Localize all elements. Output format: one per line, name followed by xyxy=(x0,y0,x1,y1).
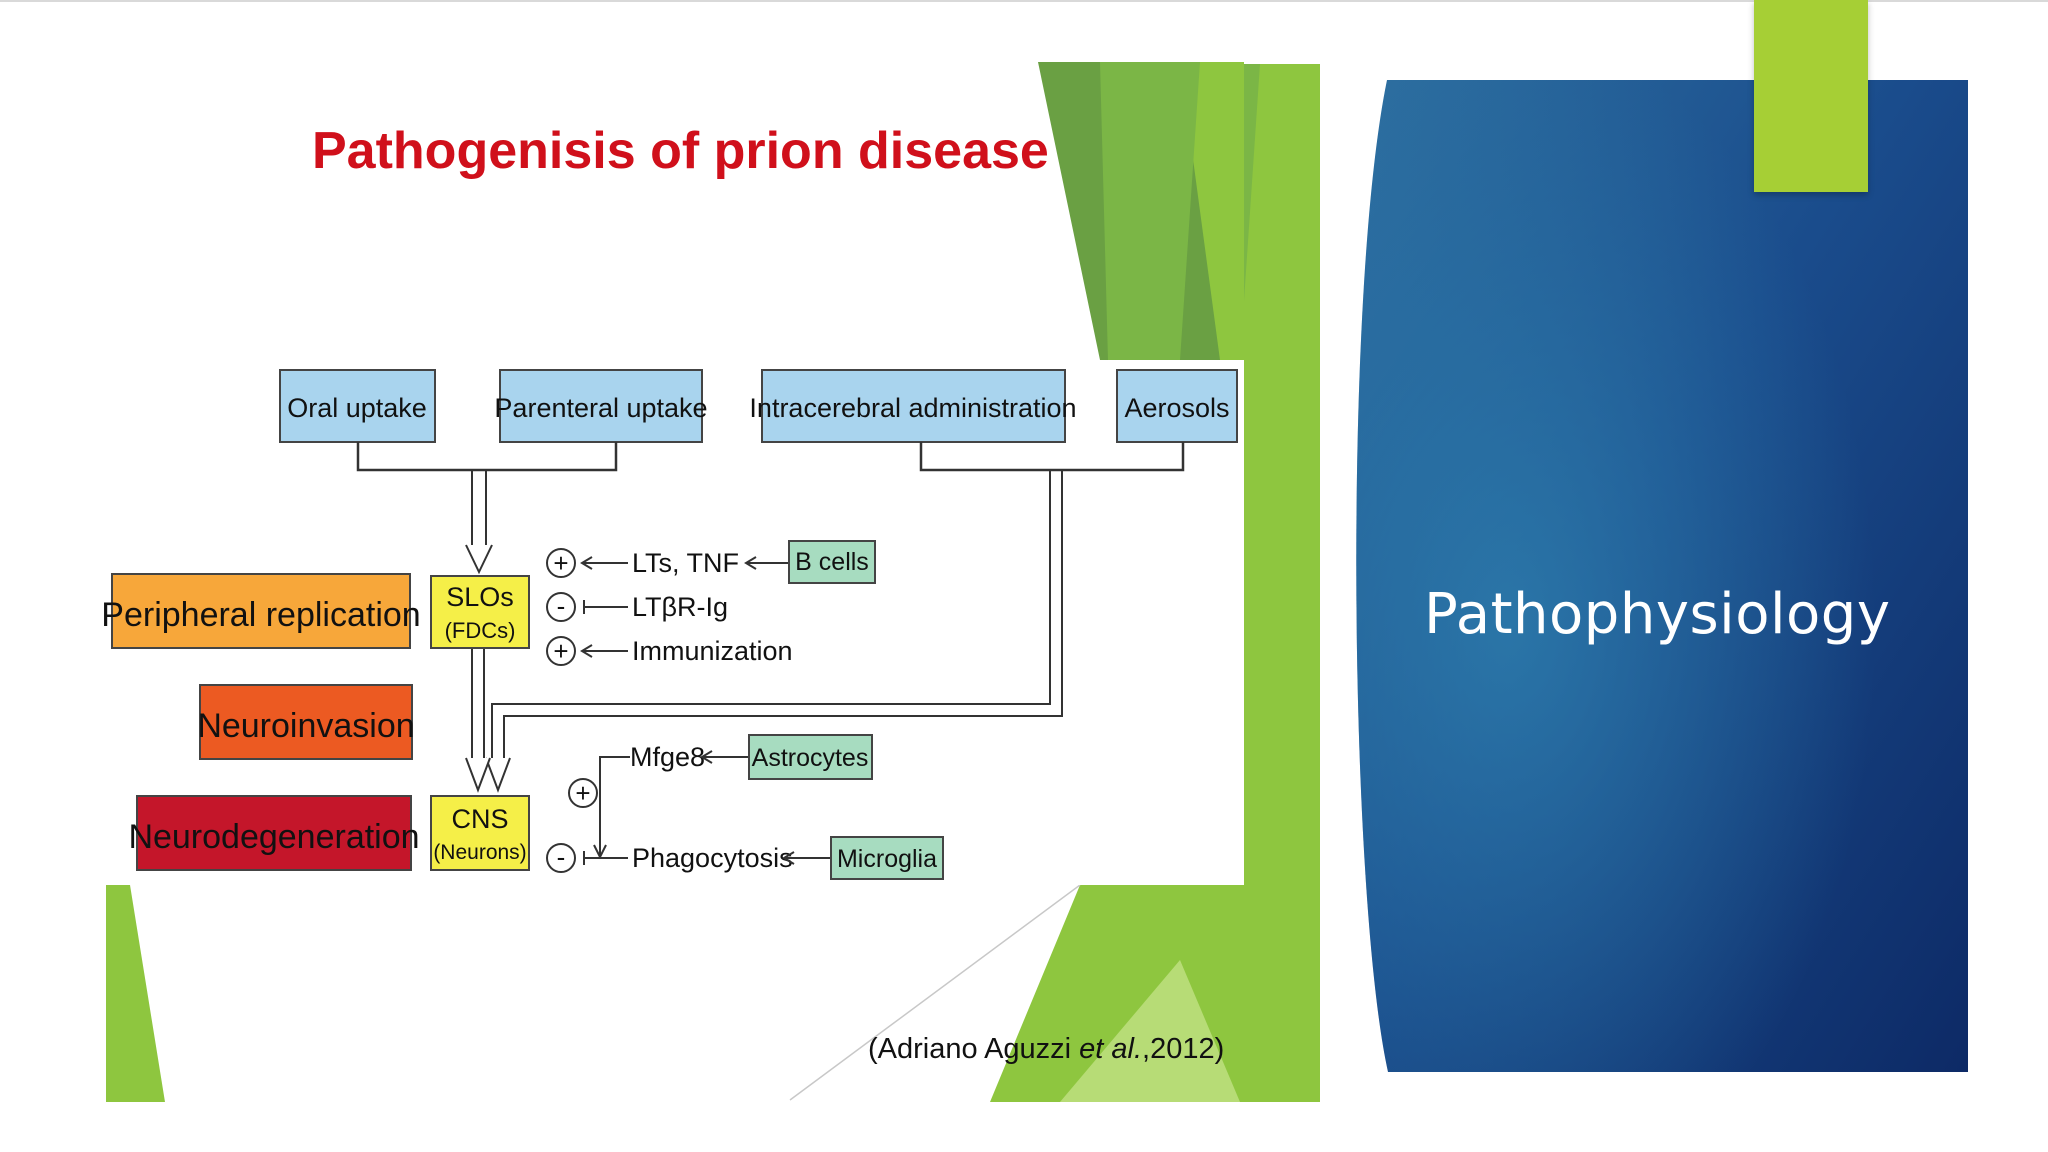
blue-panel-glow xyxy=(1356,80,1968,1072)
slos-modulator-2-label: LTβR-Ig xyxy=(632,592,728,622)
route-box-parenteral xyxy=(499,369,703,443)
diagram-title: Pathogenisis of prion disease xyxy=(312,122,1049,180)
slos-box xyxy=(430,575,530,649)
route-label-oral: Oral uptake xyxy=(287,393,427,423)
cns-modulator-1-sign-circle xyxy=(568,778,598,808)
citation-open: (Adriano Aguzzi xyxy=(868,1033,1079,1065)
slos-modulator-1-label: LTs, TNF xyxy=(632,548,739,578)
arrow-to-slos xyxy=(465,470,493,575)
astrocytes-connector xyxy=(700,750,748,764)
slos-modulator-3-sign: + xyxy=(553,636,568,666)
citation-etal: et al. xyxy=(1079,1033,1142,1065)
route-label-parenteral: Parenteral uptake xyxy=(494,393,707,423)
stage-box-neuroinvasion xyxy=(199,684,413,760)
slide-title: Pathophysiology xyxy=(1424,582,1891,647)
arrow-slos-to-cns xyxy=(465,648,491,793)
cns-modulator-1-sign: + xyxy=(575,778,590,808)
microglia-label: Microglia xyxy=(837,845,937,873)
stage-label-neuroinvasion: Neuroinvasion xyxy=(197,707,414,745)
top-rule xyxy=(0,0,2048,2)
cns-sublabel: (Neurons) xyxy=(433,841,526,864)
slos-sublabel: (FDCs) xyxy=(445,618,516,643)
microglia-box xyxy=(830,836,944,880)
slos-modulator-3 xyxy=(546,636,628,666)
arrow-intracerebral-to-cns xyxy=(485,470,1063,793)
slos-modulator-2-sign: - xyxy=(557,591,566,621)
slos-modulator-1-sign: + xyxy=(553,548,568,578)
diagram-panel-cut-light xyxy=(1180,62,1244,360)
cns-modulator-2 xyxy=(546,843,628,873)
citation-close: ,2012) xyxy=(1142,1033,1224,1065)
b-cells-box xyxy=(788,540,876,584)
cns-modulator-2-sign: - xyxy=(557,842,566,872)
cns-label: CNS xyxy=(451,804,508,834)
astrocytes-box xyxy=(748,734,873,780)
cns-modulator-2-label: Phagocytosis xyxy=(632,843,793,873)
slos-modulator-1 xyxy=(546,548,628,578)
route-box-intracerebral xyxy=(761,369,1066,443)
citation: (Adriano Aguzzi et al.,2012) xyxy=(868,1033,1224,1065)
route-box-aerosols xyxy=(1116,369,1238,443)
slos-modulator-3-label: Immunization xyxy=(632,636,793,666)
stage-box-peripheral xyxy=(111,573,411,649)
green-shape-bottom-light xyxy=(1060,960,1240,1102)
stage-label-neurodegeneration: Neurodegeneration xyxy=(128,818,419,856)
cns-box xyxy=(430,795,530,871)
route-label-aerosols: Aerosols xyxy=(1124,393,1229,423)
thin-diagonal xyxy=(789,884,1081,1101)
astrocytes-label: Astrocytes xyxy=(752,744,869,772)
b-cells-connector xyxy=(744,556,788,570)
slos-modulator-2 xyxy=(546,592,628,622)
cns-modulator-1-label: Mfge8 xyxy=(630,742,705,772)
b-cells-label: B cells xyxy=(795,548,869,576)
stage-box-neurodegeneration xyxy=(136,795,412,871)
stage-label-peripheral: Peripheral replication xyxy=(101,596,420,634)
green-shape-left xyxy=(106,885,165,1102)
microglia-connector xyxy=(782,851,830,865)
slos-label: SLOs xyxy=(446,582,514,612)
route-label-intracerebral: Intracerebral administration xyxy=(749,393,1076,423)
accent-tab xyxy=(1754,0,1868,192)
